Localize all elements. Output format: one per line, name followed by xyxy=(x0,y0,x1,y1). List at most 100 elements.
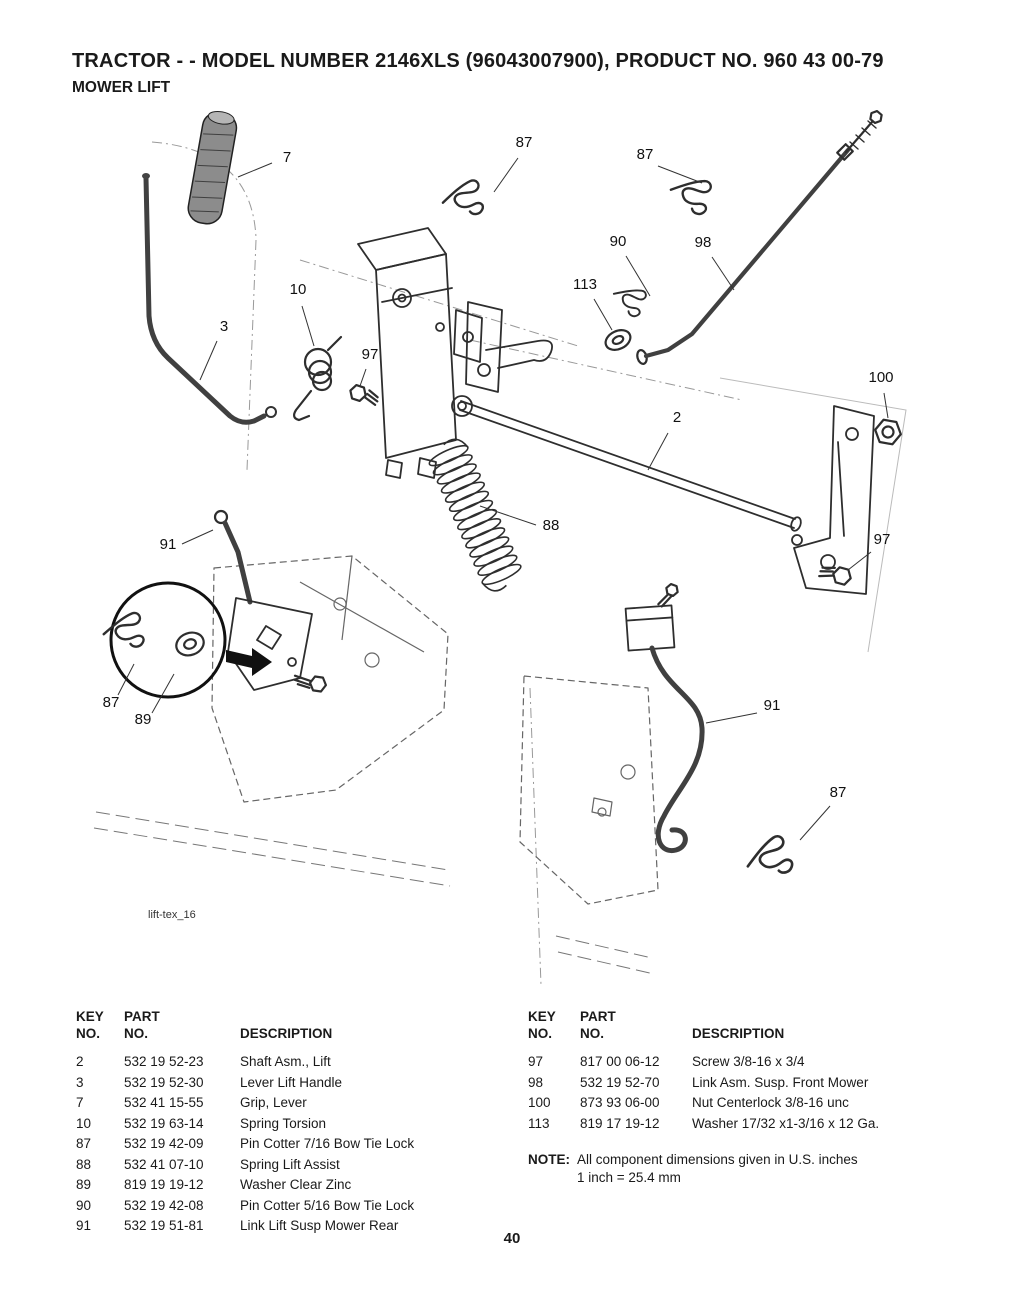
cotter-pin-90 xyxy=(612,279,654,322)
leader-line-87 xyxy=(799,805,831,841)
note-body: All component dimensions given in U.S. i… xyxy=(577,1151,858,1187)
leader-line-97 xyxy=(847,551,872,571)
leader-line-88 xyxy=(479,505,537,526)
parts-cell-key: 100 xyxy=(528,1095,551,1110)
leader-line-90 xyxy=(625,255,651,297)
parts-cell-desc: Link Lift Susp Mower Rear xyxy=(240,1218,399,1233)
header-key-no: NO. xyxy=(528,1026,553,1041)
parts-cell-part: 873 93 06-00 xyxy=(580,1095,660,1110)
header-key-no: NO. xyxy=(76,1026,101,1041)
parts-cell-key: 10 xyxy=(76,1115,92,1131)
header-key-word: KEY xyxy=(76,1009,104,1024)
parts-cell-key: 91 xyxy=(76,1218,92,1233)
header-key-word: KEY xyxy=(528,1009,556,1024)
callout-10: 10 xyxy=(290,281,307,298)
parts-cell-part: 819 19 19-12 xyxy=(124,1177,204,1192)
parts-cell-key: 7 xyxy=(76,1095,84,1110)
parts-row: 100 873 93 06-00 Nut Centerlock 3/8-16 unc xyxy=(528,1094,879,1115)
callout-90: 90 xyxy=(610,233,627,250)
washer-113 xyxy=(604,329,632,351)
parts-cell-key: 98 xyxy=(528,1074,544,1090)
parts-cell-key: 2 xyxy=(76,1054,84,1069)
header-spacer xyxy=(692,1008,879,1025)
parts-cell-key: 90 xyxy=(76,1197,92,1213)
parts-cell-desc: Grip, Lever xyxy=(240,1095,307,1110)
parts-cell-desc: Pin Cotter 5/16 Bow Tie Lock xyxy=(240,1197,415,1213)
parts-cell-part: 819 17 19-12 xyxy=(580,1115,660,1131)
parts-cell-part: 532 19 52-23 xyxy=(124,1054,204,1069)
detail-circle xyxy=(102,581,272,699)
callout-91: 91 xyxy=(160,536,177,553)
parts-cell-desc: Link Asm. Susp. Front Mower xyxy=(692,1074,869,1090)
callout-87: 87 xyxy=(830,784,847,801)
diagram-filename: lift-tex_16 xyxy=(148,909,196,921)
leader-line-87 xyxy=(117,663,135,696)
mounting-bracket xyxy=(357,227,553,479)
parts-cell-part: 532 19 63-14 xyxy=(124,1115,204,1131)
callout-87: 87 xyxy=(516,134,533,151)
lift-lever-rod xyxy=(142,173,277,425)
parts-cell-part: 532 41 15-55 xyxy=(124,1095,204,1110)
header-part-no: NO. xyxy=(124,1026,149,1041)
rear-link-right xyxy=(649,645,705,853)
page-number: 40 xyxy=(503,1230,521,1247)
deck-plate-right xyxy=(519,675,659,905)
header-part-word: PART xyxy=(124,1009,160,1024)
parts-row: 98 532 19 52-70 Link Asm. Susp. Front Mowe… xyxy=(528,1074,879,1095)
parts-cell-key: 89 xyxy=(76,1177,92,1192)
parts-cell-desc: Shaft Asm., Lift xyxy=(240,1054,331,1069)
parts-row: 2 532 19 52-23 Shaft Asm., Lift xyxy=(76,1053,414,1074)
callout-89: 89 xyxy=(135,711,152,728)
callout-100: 100 xyxy=(868,369,893,386)
callout-97: 97 xyxy=(874,531,891,548)
parts-cell-desc: Spring Torsion xyxy=(240,1115,327,1131)
parts-cell-key: 3 xyxy=(76,1074,84,1090)
leader-line-2 xyxy=(647,432,669,471)
leader-line-100 xyxy=(883,392,889,419)
page-title: TRACTOR - - MODEL NUMBER 2146XLS (960430… xyxy=(72,50,884,72)
header-description: DESCRIPTION xyxy=(692,1026,785,1041)
leader-line-91 xyxy=(705,712,758,724)
torsion-spring xyxy=(292,335,343,422)
callout-88: 88 xyxy=(543,517,560,534)
parts-cell-key: 97 xyxy=(528,1054,544,1069)
parts-cell-part: 817 00 06-12 xyxy=(580,1054,660,1069)
leader-line-89 xyxy=(151,673,175,714)
parts-cell-part: 532 19 52-70 xyxy=(580,1074,660,1090)
screw-97-right xyxy=(818,566,852,586)
parts-table-left: KEY PART NO. NO. DESCRIPTION 2 532 19 52-… xyxy=(76,1008,486,1238)
header-part-word: PART xyxy=(580,1009,616,1024)
leader-line-7 xyxy=(237,162,273,178)
parts-cell-desc: Spring Lift Assist xyxy=(240,1156,340,1172)
parts-row: 7 532 41 15-55 Grip, Lever xyxy=(76,1094,414,1115)
leader-line-98 xyxy=(711,256,735,291)
leader-line-113 xyxy=(593,298,613,331)
note-line-2: 1 inch = 25.4 mm xyxy=(577,1170,681,1185)
parts-cell-desc: Nut Centerlock 3/8-16 unc xyxy=(692,1095,849,1110)
parts-cell-desc: Pin Cotter 7/16 Bow Tie Lock xyxy=(240,1136,415,1151)
lift-assist-spring xyxy=(428,438,522,592)
construction-lines xyxy=(93,141,907,986)
rear-bracket xyxy=(791,405,875,595)
callout-3: 3 xyxy=(220,318,228,335)
block-bolt xyxy=(657,582,679,608)
deck-plate-left xyxy=(211,555,449,803)
leader-line-87 xyxy=(493,157,519,193)
lift-plate-left xyxy=(227,597,313,691)
parts-cell-part: 532 19 52-30 xyxy=(124,1074,204,1090)
parts-cell-part: 532 19 51-81 xyxy=(124,1218,204,1233)
lever-grip xyxy=(187,110,238,225)
callout-7: 7 xyxy=(283,149,291,166)
parts-cell-part: 532 41 07-10 xyxy=(124,1156,204,1172)
cotter-pin-87-top-center xyxy=(441,171,494,222)
header-description: DESCRIPTION xyxy=(240,1026,333,1041)
plate-bolt xyxy=(293,674,328,693)
nut-100 xyxy=(874,418,902,446)
callout-113: 113 xyxy=(573,276,597,293)
lift-shaft xyxy=(451,395,802,532)
